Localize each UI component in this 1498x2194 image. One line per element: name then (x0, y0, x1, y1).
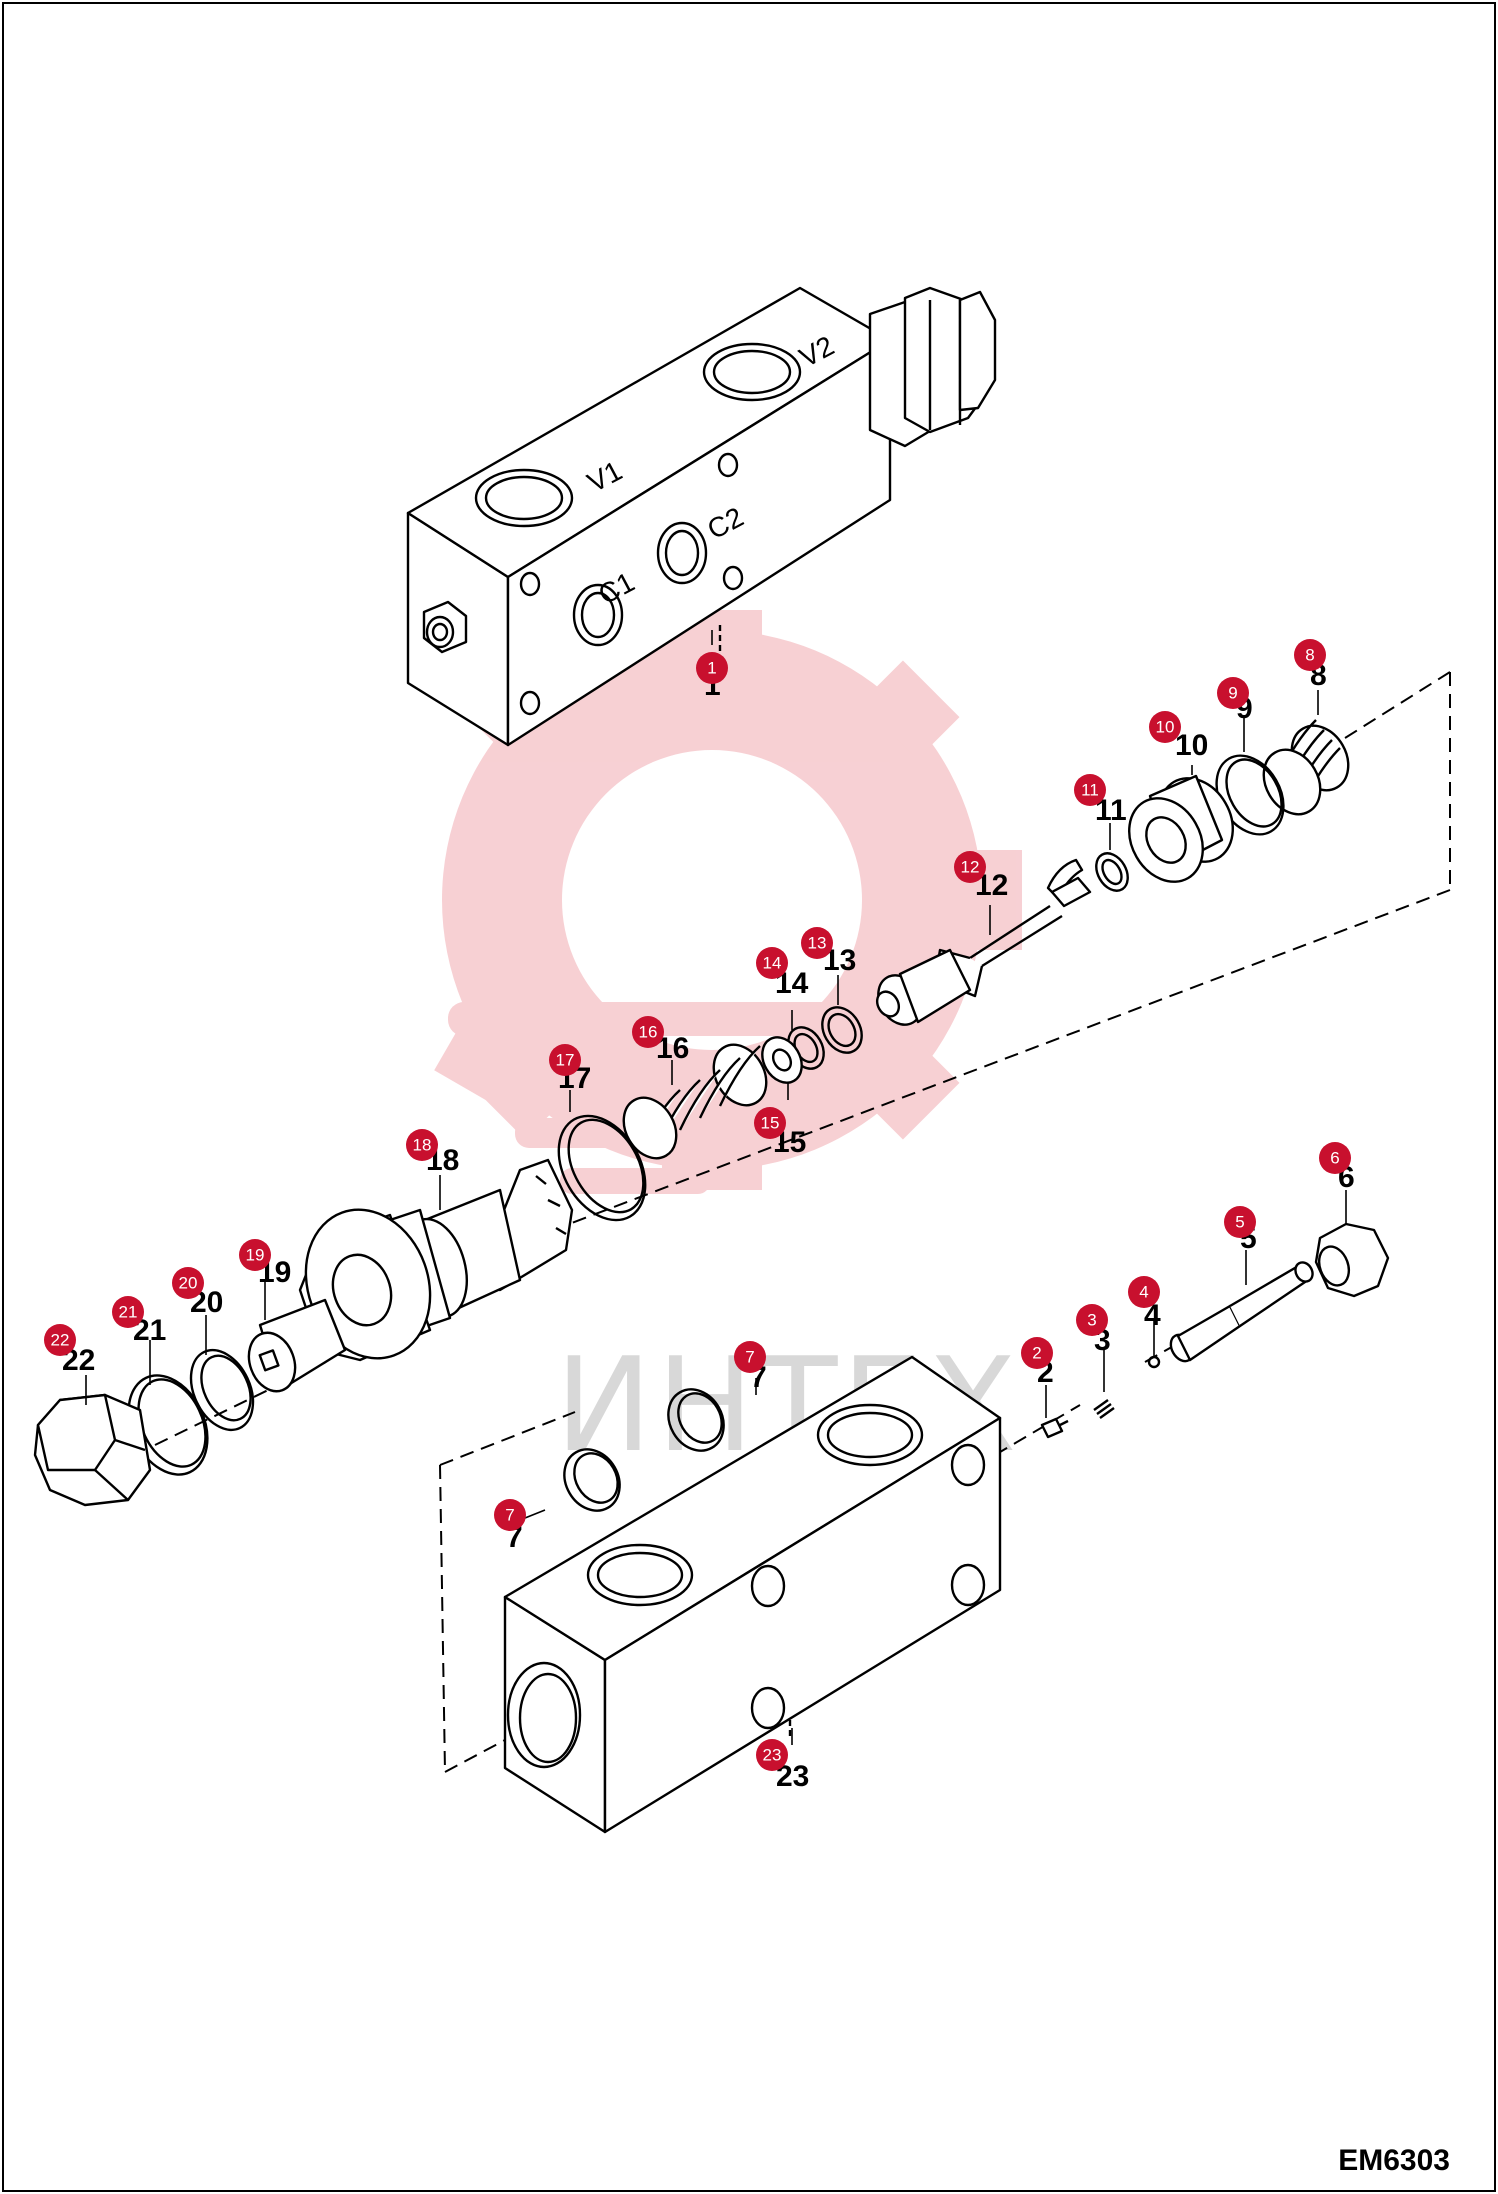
callout-badges: 1 2 3 4 5 6 7 7 8 9 10 11 12 13 14 15 16… (44, 639, 1351, 1771)
piston-part-5 (1169, 1261, 1314, 1363)
poppet-part-12 (875, 858, 1092, 1026)
plug-part-2 (1040, 1417, 1069, 1439)
callout-badge-9[interactable]: 9 (1217, 677, 1249, 709)
nut-part-6 (1314, 1222, 1390, 1298)
spring-part-3 (1093, 1399, 1115, 1419)
svg-text:14: 14 (763, 954, 782, 973)
callout-badge-14[interactable]: 14 (756, 947, 788, 979)
svg-text:3: 3 (1087, 1311, 1096, 1330)
svg-text:6: 6 (1330, 1149, 1339, 1168)
valve-body-part-1 (406, 286, 997, 747)
valve-block-part-23 (503, 1355, 1002, 1834)
callout-badge-3[interactable]: 3 (1076, 1304, 1108, 1336)
callout-badge-22[interactable]: 22 (44, 1324, 76, 1356)
callout-badge-19[interactable]: 19 (239, 1239, 271, 1271)
svg-text:7: 7 (745, 1348, 754, 1367)
svg-text:21: 21 (119, 1303, 138, 1322)
ball-part-4 (1147, 1355, 1161, 1369)
svg-text:18: 18 (413, 1136, 432, 1155)
callout-badge-8[interactable]: 8 (1294, 639, 1326, 671)
callout-badge-17[interactable]: 17 (549, 1044, 581, 1076)
callout-badge-6[interactable]: 6 (1319, 1142, 1351, 1174)
hex-cap-part-22 (33, 1393, 152, 1507)
callout-badge-12[interactable]: 12 (954, 851, 986, 883)
svg-text:11: 11 (1081, 781, 1099, 800)
callout-badge-7-upper[interactable]: 7 (734, 1341, 766, 1373)
callout-badge-1[interactable]: 1 (696, 652, 728, 684)
leader-lines (85, 630, 1347, 1745)
callout-badge-5[interactable]: 5 (1224, 1206, 1256, 1238)
o-ring-part-7-lower (563, 1448, 621, 1512)
svg-text:9: 9 (1228, 684, 1237, 703)
washer-part-13 (821, 1006, 863, 1054)
svg-text:20: 20 (179, 1274, 198, 1293)
svg-text:16: 16 (639, 1023, 658, 1042)
callout-badge-21[interactable]: 21 (112, 1296, 144, 1328)
callout-badge-4[interactable]: 4 (1128, 1276, 1160, 1308)
adjuster-part-19 (247, 1298, 347, 1393)
svg-text:4: 4 (1139, 1283, 1148, 1302)
svg-text:23: 23 (763, 1746, 782, 1765)
svg-text:1: 1 (707, 659, 716, 678)
svg-text:10: 10 (1156, 718, 1175, 737)
callout-badge-16[interactable]: 16 (632, 1016, 664, 1048)
callout-badge-20[interactable]: 20 (172, 1267, 204, 1299)
svg-text:5: 5 (1235, 1213, 1244, 1232)
callout-badge-11[interactable]: 11 (1074, 774, 1106, 806)
callout-badge-15[interactable]: 15 (754, 1107, 786, 1139)
part-number-10: 10 (1175, 729, 1208, 762)
svg-text:8: 8 (1305, 646, 1314, 665)
o-ring-part-17 (557, 1114, 647, 1222)
seat-part-15 (744, 1036, 803, 1084)
callout-badge-18[interactable]: 18 (406, 1129, 438, 1161)
drawing-code: EM6303 (1338, 2144, 1450, 2177)
callout-badge-7-lower[interactable]: 7 (494, 1499, 526, 1531)
o-ring-part-7-upper (667, 1388, 725, 1452)
svg-text:2: 2 (1032, 1344, 1041, 1363)
svg-text:17: 17 (556, 1051, 575, 1070)
callout-badge-2[interactable]: 2 (1021, 1337, 1053, 1369)
svg-text:12: 12 (961, 858, 980, 877)
callout-badge-13[interactable]: 13 (801, 927, 833, 959)
spring-part-8 (1262, 719, 1350, 816)
svg-text:7: 7 (505, 1506, 514, 1525)
svg-text:22: 22 (51, 1331, 70, 1350)
snap-ring-part-11 (1095, 852, 1129, 892)
callout-badge-10[interactable]: 10 (1149, 711, 1181, 743)
svg-text:19: 19 (246, 1246, 265, 1265)
svg-text:15: 15 (761, 1114, 780, 1133)
spring-part-16 (622, 1043, 768, 1160)
svg-text:13: 13 (808, 934, 827, 953)
cap-part-10 (1128, 774, 1234, 883)
callout-badge-23[interactable]: 23 (756, 1739, 788, 1771)
